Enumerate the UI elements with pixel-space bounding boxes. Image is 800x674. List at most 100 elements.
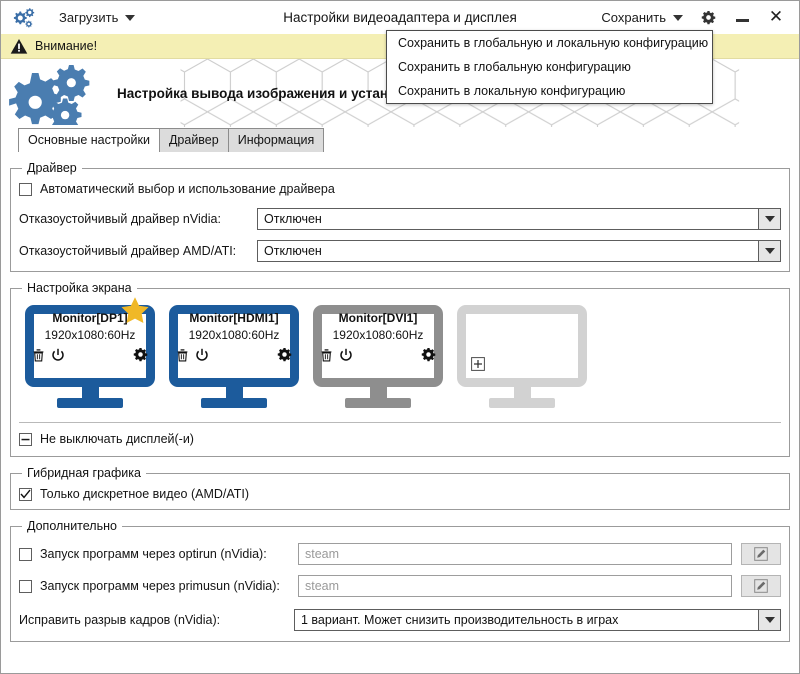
monitor-card-dp1[interactable]: Monitor[DP1] 1920x1080:60Hz bbox=[25, 297, 155, 410]
monitor-toolbar bbox=[320, 347, 436, 362]
tearing-fix-label: Исправить разрыв кадров (nVidia): bbox=[19, 613, 221, 627]
main-content: Драйвер Автоматический выбор и использов… bbox=[1, 161, 799, 642]
nvidia-driver-value: Отключен bbox=[264, 212, 322, 226]
monitor-base bbox=[345, 398, 411, 408]
primusrun-edit-button[interactable] bbox=[741, 575, 781, 597]
chevron-down-icon[interactable] bbox=[758, 241, 780, 261]
power-icon[interactable] bbox=[51, 348, 65, 362]
nvidia-driver-label: Отказоустойчивый драйвер nVidia: bbox=[19, 212, 221, 226]
keep-display-on-row: Не выключать дисплей(-и) bbox=[19, 432, 781, 446]
monitor-base bbox=[57, 398, 123, 408]
monitor-base bbox=[489, 398, 555, 408]
hybrid-graphics-group: Гибридная графика Только дискретное виде… bbox=[10, 466, 790, 510]
driver-group-legend: Драйвер bbox=[27, 161, 77, 175]
settings-button[interactable] bbox=[691, 4, 725, 32]
optirun-edit-button[interactable] bbox=[741, 543, 781, 565]
save-menu-label: Сохранить bbox=[601, 10, 666, 25]
menu-item-save-local[interactable]: Сохранить в локальную конфигурацию bbox=[398, 84, 626, 98]
monitor-list: Monitor[DP1] 1920x1080:60Hz bbox=[19, 297, 781, 412]
gear-icon bbox=[701, 10, 715, 25]
chevron-down-icon bbox=[673, 14, 683, 21]
amd-driver-select[interactable]: Отключен bbox=[257, 240, 781, 262]
discrete-video-checkbox[interactable] bbox=[19, 487, 32, 501]
discrete-video-row: Только дискретное видео (AMD/ATI) bbox=[19, 487, 781, 501]
monitor-resolution: 1920x1080:60Hz bbox=[44, 328, 136, 342]
monitor-neck bbox=[514, 387, 531, 398]
driver-group: Драйвер Автоматический выбор и использов… bbox=[10, 161, 790, 272]
amd-driver-row: Отказоустойчивый драйвер AMD/ATI: Отключ… bbox=[19, 240, 781, 262]
power-icon[interactable] bbox=[195, 348, 209, 362]
menu-item-save-global-local[interactable]: Сохранить в глобальную и локальную конфи… bbox=[398, 36, 709, 50]
monitor-name: Monitor[DP1] bbox=[52, 311, 128, 325]
auto-driver-checkbox[interactable] bbox=[19, 182, 32, 196]
star-icon bbox=[121, 297, 149, 323]
monitor-neck bbox=[370, 387, 387, 398]
screen-group-legend: Настройка экрана bbox=[27, 281, 132, 295]
chevron-down-icon[interactable] bbox=[758, 610, 780, 630]
monitor-name: Monitor[DVI1] bbox=[338, 311, 418, 325]
tab-driver[interactable]: Драйвер bbox=[158, 128, 229, 152]
primusrun-label: Запуск программ через primusun (nVidia): bbox=[40, 579, 280, 593]
trash-icon[interactable] bbox=[176, 348, 189, 362]
power-icon[interactable] bbox=[339, 348, 353, 362]
auto-driver-row: Автоматический выбор и использование дра… bbox=[19, 182, 781, 196]
gear-icon[interactable] bbox=[133, 347, 148, 362]
monitor-screen bbox=[457, 305, 587, 387]
warning-text: Внимание! bbox=[35, 39, 98, 53]
optirun-checkbox[interactable] bbox=[19, 547, 32, 561]
load-menu-label: Загрузить bbox=[59, 10, 119, 25]
chevron-down-icon[interactable] bbox=[758, 209, 780, 229]
plus-icon[interactable] bbox=[471, 357, 485, 371]
warning-triangle-icon bbox=[10, 38, 28, 54]
trash-icon[interactable] bbox=[32, 348, 45, 362]
monitor-resolution: 1920x1080:60Hz bbox=[332, 328, 424, 342]
monitor-card-add-new[interactable] bbox=[457, 305, 587, 410]
minimize-icon bbox=[735, 19, 749, 22]
tearing-fix-select[interactable]: 1 вариант. Может снизить производительно… bbox=[294, 609, 781, 631]
load-menu-button[interactable]: Загрузить bbox=[53, 7, 141, 28]
keep-display-on-label: Не выключать дисплей(-и) bbox=[40, 432, 194, 446]
nvidia-driver-select[interactable]: Отключен bbox=[257, 208, 781, 230]
optirun-label: Запуск программ через optirun (nVidia): bbox=[40, 547, 267, 561]
optirun-row: Запуск программ через optirun (nVidia): … bbox=[19, 543, 781, 565]
primusrun-checkbox[interactable] bbox=[19, 579, 32, 593]
monitor-toolbar bbox=[32, 347, 148, 362]
minimize-button[interactable] bbox=[725, 4, 759, 32]
monitor-base bbox=[201, 398, 267, 408]
monitor-screen bbox=[313, 305, 443, 387]
monitor-card-hdmi1[interactable]: Monitor[HDMI1] 1920x1080:60Hz bbox=[169, 305, 299, 410]
save-dropdown-menu[interactable]: Сохранить в глобальную и локальную конфи… bbox=[386, 30, 713, 104]
monitor-card-dvi1[interactable]: Monitor[DVI1] 1920x1080:60Hz bbox=[313, 305, 443, 410]
auto-driver-label: Автоматический выбор и использование дра… bbox=[40, 182, 335, 196]
extra-group: Дополнительно Запуск программ через opti… bbox=[10, 519, 790, 642]
discrete-video-label: Только дискретное видео (AMD/ATI) bbox=[40, 487, 250, 501]
monitor-resolution: 1920x1080:60Hz bbox=[188, 328, 280, 342]
save-menu-button[interactable]: Сохранить bbox=[593, 7, 691, 28]
close-icon: ✕ bbox=[768, 7, 784, 27]
nvidia-driver-row: Отказоустойчивый драйвер nVidia: Отключе… bbox=[19, 208, 781, 230]
tab-main-settings[interactable]: Основные настройки bbox=[18, 128, 160, 152]
tab-information[interactable]: Информация bbox=[227, 128, 325, 152]
monitor-toolbar bbox=[176, 347, 292, 362]
tearing-fix-row: Исправить разрыв кадров (nVidia): 1 вари… bbox=[19, 609, 781, 631]
gear-icon[interactable] bbox=[277, 347, 292, 362]
menu-item-save-global[interactable]: Сохранить в глобальную конфигурацию bbox=[398, 60, 631, 74]
optirun-input[interactable]: steam bbox=[298, 543, 732, 565]
monitor-name: Monitor[HDMI1] bbox=[189, 311, 279, 325]
tab-bar: Основные настройки Драйвер Информация bbox=[1, 127, 799, 152]
amd-driver-label: Отказоустойчивый драйвер AMD/ATI: bbox=[19, 244, 237, 258]
trash-icon[interactable] bbox=[320, 348, 333, 362]
edit-pencil-icon bbox=[754, 547, 768, 561]
amd-driver-value: Отключен bbox=[264, 244, 322, 258]
primusrun-input[interactable]: steam bbox=[298, 575, 732, 597]
chevron-down-icon bbox=[125, 14, 136, 21]
extra-group-legend: Дополнительно bbox=[27, 519, 117, 533]
close-button[interactable]: ✕ bbox=[759, 4, 793, 32]
gear-icon[interactable] bbox=[421, 347, 436, 362]
primusrun-row: Запуск программ через primusun (nVidia):… bbox=[19, 575, 781, 597]
tearing-fix-value: 1 вариант. Может снизить производительно… bbox=[301, 613, 619, 627]
hybrid-group-legend: Гибридная графика bbox=[27, 466, 141, 480]
keep-display-on-checkbox[interactable] bbox=[19, 432, 32, 446]
checkmark-icon bbox=[20, 489, 31, 499]
hero-gears-logo-icon bbox=[1, 61, 113, 127]
